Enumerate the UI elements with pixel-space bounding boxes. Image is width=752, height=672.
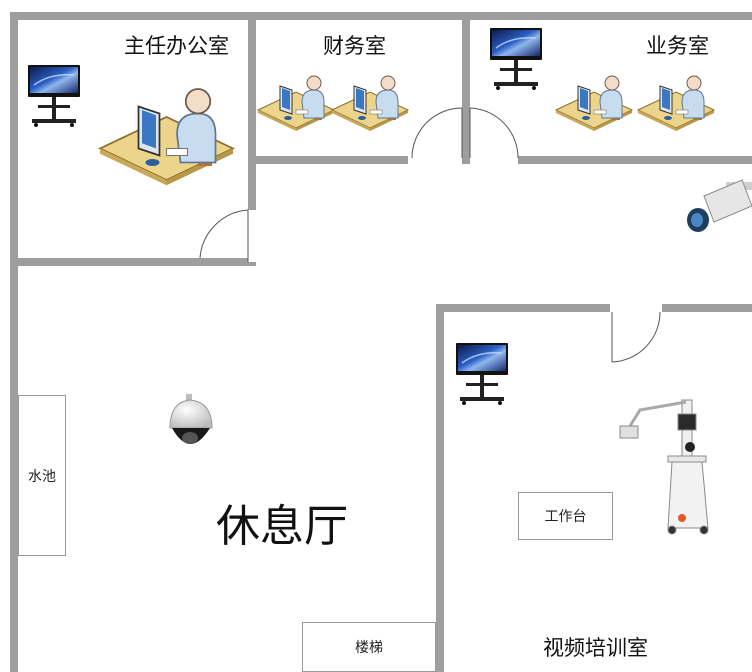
door-swings — [199, 107, 661, 363]
display-screen-icon — [455, 342, 509, 406]
staff-workstation-icon — [99, 88, 234, 187]
room-label-training: 视频培训室 — [543, 636, 648, 660]
room-label-finance: 财务室 — [323, 34, 386, 58]
display-screen-icon — [27, 64, 81, 128]
workbench: 工作台 — [518, 492, 613, 540]
stairs: 楼梯 — [302, 622, 436, 672]
staff-workstation-icon — [331, 75, 409, 132]
room-label-lounge: 休息厅 — [216, 501, 348, 552]
room-label-director-office: 主任办公室 — [124, 34, 229, 58]
staff-workstation-icon — [637, 75, 715, 132]
dome-camera-icon — [169, 394, 213, 444]
staff-workstation-icon — [555, 75, 633, 132]
workbench-label: 工作台 — [544, 509, 587, 525]
staff-workstation-icon — [257, 75, 335, 132]
room-label-business: 业务室 — [646, 34, 709, 58]
sink-label: 水池 — [28, 468, 56, 485]
medical-camera-cart-icon — [619, 399, 709, 535]
stairs-label: 楼梯 — [355, 640, 383, 656]
bullet-camera-icon — [687, 179, 752, 232]
display-screen-icon — [489, 27, 543, 91]
walls — [10, 12, 752, 672]
sink: 水池 — [18, 395, 66, 556]
